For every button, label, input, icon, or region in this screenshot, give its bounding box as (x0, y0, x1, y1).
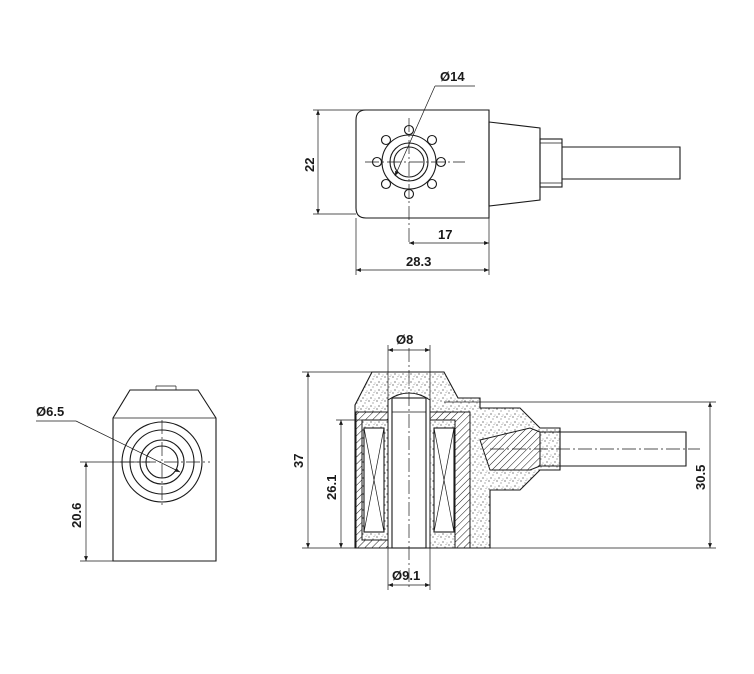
top-view-height-label: 22 (302, 158, 317, 172)
section-view-cable (540, 431, 687, 467)
section-view-cable-height-label: 30.5 (693, 465, 708, 490)
front-view-height-label: 20.6 (69, 503, 84, 528)
front-view: Ø6.5 20.6 (36, 385, 217, 562)
top-view-holes (371, 124, 447, 200)
front-view-body (112, 389, 217, 562)
top-view-body (355, 109, 490, 219)
section-view: Ø8 37 26.1 Ø9.1 30.5 (291, 332, 716, 590)
top-view-gland-nut (539, 138, 563, 188)
section-view-bottom-diameter-label: Ø9.1 (392, 568, 420, 583)
front-view-diameter-label: Ø6.5 (36, 404, 64, 419)
top-view-gland (488, 121, 541, 207)
top-view-diameter-label: Ø14 (440, 69, 465, 84)
section-view-coil-height-label: 26.1 (324, 475, 339, 500)
section-view-shell (355, 411, 389, 549)
top-view-offset-label: 17 (438, 227, 452, 242)
top-view-width-label: 28.3 (406, 254, 431, 269)
top-view-cable (562, 146, 681, 180)
section-view-top-diameter-label: Ø8 (396, 332, 413, 347)
top-view: Ø14 22 17 28.3 (302, 69, 681, 275)
section-view-total-height-label: 37 (291, 454, 306, 468)
